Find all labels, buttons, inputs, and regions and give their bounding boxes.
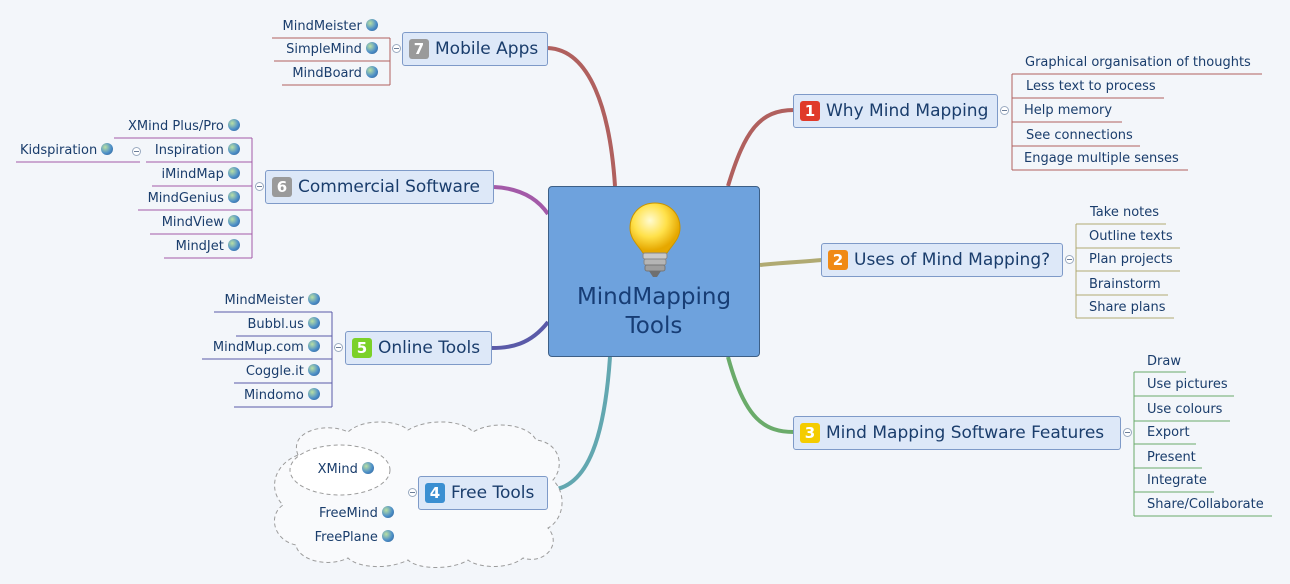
- web-link-icon[interactable]: [366, 19, 378, 31]
- collapse-toggle-b5[interactable]: [334, 343, 343, 352]
- priority-3-badge: 3: [800, 423, 820, 443]
- web-link-icon[interactable]: [382, 530, 394, 542]
- collapse-toggle-b4[interactable]: [408, 488, 417, 497]
- link-b7: [547, 46, 617, 187]
- b3-leaf-lines: [1133, 371, 1272, 517]
- collapse-toggle-b6[interactable]: [255, 182, 264, 191]
- web-link-icon[interactable]: [101, 143, 114, 155]
- leaf-item[interactable]: Draw: [1147, 354, 1181, 369]
- leaf-item[interactable]: Take notes: [1090, 205, 1160, 220]
- leaf-item[interactable]: MindMeister: [260, 16, 378, 40]
- branch-uses-of-mind-mapping[interactable]: 2 Uses of Mind Mapping?: [821, 243, 1063, 277]
- branch-label: Mind Mapping Software Features: [826, 423, 1105, 443]
- b6-leaf-lines: [16, 137, 253, 259]
- leaf-item[interactable]: Coggle.it: [190, 361, 320, 385]
- leaf-item[interactable]: MindJet: [100, 236, 240, 260]
- leaf-item[interactable]: Mindomo: [190, 385, 320, 409]
- link-b4: [547, 356, 612, 492]
- branch-mobile-apps[interactable]: 7 Mobile Apps: [402, 32, 548, 66]
- branch-why-mind-mapping[interactable]: 1 Why Mind Mapping: [793, 94, 998, 128]
- web-link-icon[interactable]: [308, 293, 320, 305]
- link-b5: [491, 320, 550, 350]
- link-b2: [759, 258, 823, 267]
- web-link-icon[interactable]: [308, 317, 320, 329]
- web-link-icon[interactable]: [228, 119, 240, 131]
- priority-5-badge: 5: [352, 338, 372, 358]
- priority-7-badge: 7: [409, 39, 429, 59]
- collapse-toggle-b3[interactable]: [1123, 428, 1132, 437]
- web-link-icon[interactable]: [228, 143, 240, 155]
- web-link-icon[interactable]: [308, 388, 320, 400]
- collapse-toggle-inspiration[interactable]: [132, 147, 141, 156]
- leaf-item[interactable]: Share/Collaborate: [1147, 497, 1264, 512]
- leaf-item[interactable]: MindView: [100, 212, 240, 236]
- leaf-item[interactable]: See connections: [1026, 128, 1133, 143]
- web-link-icon[interactable]: [382, 506, 394, 518]
- leaf-item[interactable]: Export: [1147, 425, 1190, 440]
- leaf-item[interactable]: Plan projects: [1089, 252, 1173, 267]
- collapse-toggle-b2[interactable]: [1065, 255, 1074, 264]
- leaf-item[interactable]: Brainstorm: [1089, 277, 1161, 292]
- leaf-item[interactable]: SimpleMind: [260, 39, 378, 63]
- leaf-item[interactable]: Use pictures: [1147, 377, 1228, 392]
- b1-leaf-lines: [1011, 73, 1262, 171]
- branch-label: Online Tools: [378, 338, 481, 358]
- leaf-item[interactable]: Share plans: [1089, 300, 1166, 315]
- web-link-icon[interactable]: [228, 239, 240, 251]
- b5-leaf-lines: [202, 311, 333, 408]
- leaf-item[interactable]: iMindMap: [100, 164, 240, 188]
- collapse-toggle-b7[interactable]: [392, 44, 401, 53]
- web-link-icon[interactable]: [366, 42, 378, 54]
- branch-software-features[interactable]: 3 Mind Mapping Software Features: [793, 416, 1121, 450]
- branch-label: Commercial Software: [298, 177, 481, 197]
- leaf-item[interactable]: MindMup.com: [190, 337, 320, 361]
- branch-label: Mobile Apps: [435, 39, 539, 59]
- branch-label: Why Mind Mapping: [826, 101, 989, 121]
- leaf-item[interactable]: MindGenius: [100, 188, 240, 212]
- leaf-item[interactable]: Present: [1147, 450, 1196, 465]
- priority-4-badge: 4: [425, 483, 445, 503]
- b2-leaf-lines: [1075, 223, 1180, 319]
- leaf-item[interactable]: MindMeister: [190, 290, 320, 314]
- leaf-item[interactable]: Help memory: [1024, 103, 1113, 118]
- web-link-icon[interactable]: [228, 215, 240, 227]
- leaf-item[interactable]: Bubbl.us: [190, 314, 320, 338]
- leaf-item[interactable]: Engage multiple senses: [1024, 151, 1179, 166]
- lightbulb-icon: [629, 202, 681, 277]
- web-link-icon[interactable]: [366, 66, 378, 78]
- leaf-item[interactable]: Integrate: [1147, 473, 1207, 488]
- link-b1: [726, 108, 795, 187]
- link-b6: [493, 185, 550, 216]
- branch-free-tools[interactable]: 4 Free Tools: [418, 476, 548, 510]
- priority-2-badge: 2: [828, 250, 848, 270]
- leaf-item[interactable]: Kidspiration: [20, 140, 114, 164]
- web-link-icon[interactable]: [308, 364, 320, 376]
- leaf-item[interactable]: FreePlane: [292, 527, 394, 551]
- branch-label: Uses of Mind Mapping?: [854, 250, 1051, 270]
- leaf-item[interactable]: Graphical organisation of thoughts: [1025, 55, 1251, 70]
- leaf-item[interactable]: Less text to process: [1026, 79, 1156, 94]
- branch-label: Free Tools: [451, 483, 535, 503]
- collapse-toggle-b1[interactable]: [1000, 106, 1009, 115]
- leaf-item[interactable]: MindBoard: [260, 63, 378, 87]
- leaf-item[interactable]: Inspiration: [100, 140, 240, 164]
- web-link-icon[interactable]: [228, 167, 240, 179]
- web-link-icon[interactable]: [362, 462, 374, 474]
- b7-leaf-lines: [272, 37, 391, 86]
- leaf-item[interactable]: XMind Plus/Pro: [100, 116, 240, 140]
- priority-6-badge: 6: [272, 177, 292, 197]
- branch-commercial-software[interactable]: 6 Commercial Software: [265, 170, 494, 204]
- leaf-item[interactable]: Outline texts: [1089, 229, 1173, 244]
- leaf-item[interactable]: XMind: [292, 459, 374, 483]
- leaf-item[interactable]: Use colours: [1147, 402, 1223, 417]
- priority-1-badge: 1: [800, 101, 820, 121]
- link-b3: [726, 356, 795, 434]
- web-link-icon[interactable]: [308, 340, 320, 352]
- branch-online-tools[interactable]: 5 Online Tools: [345, 331, 492, 365]
- web-link-icon[interactable]: [228, 191, 240, 203]
- leaf-item[interactable]: FreeMind: [300, 503, 394, 527]
